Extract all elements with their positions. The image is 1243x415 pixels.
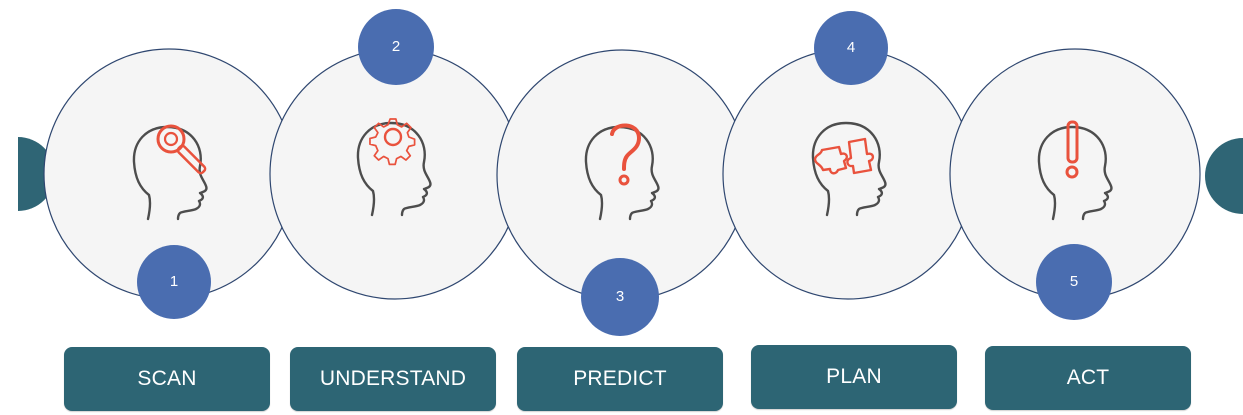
svg-text:3: 3 [616, 288, 624, 305]
step-circle-plan [722, 48, 974, 300]
head-key-icon [132, 124, 208, 221]
predict-button[interactable]: PREDICT [517, 347, 723, 411]
understand-label: UNDERSTAND [319, 367, 467, 390]
step-badge-3: 3 [581, 258, 659, 336]
step-circle-understand [269, 48, 521, 300]
svg-text:5: 5 [1070, 273, 1078, 290]
act-label: ACT [1066, 366, 1110, 389]
scan-label: SCAN [137, 367, 197, 390]
head-question-icon [584, 123, 660, 221]
svg-text:2: 2 [392, 38, 400, 55]
right-connector-dot [1205, 138, 1243, 214]
svg-text:1: 1 [170, 273, 178, 290]
understand-button[interactable]: UNDERSTAND [290, 347, 496, 411]
svg-text:4: 4 [847, 39, 855, 56]
predict-label: PREDICT [573, 367, 667, 390]
step-badge-2: 2 [358, 9, 434, 85]
head-exclamation-icon [1037, 120, 1113, 221]
step-badge-1: 1 [137, 245, 211, 319]
step-badge-5: 5 [1036, 244, 1112, 320]
act-button[interactable]: ACT [985, 346, 1191, 410]
scan-button[interactable]: SCAN [64, 347, 270, 411]
step-badge-4: 4 [814, 11, 888, 85]
plan-button[interactable]: PLAN [751, 345, 957, 409]
head-puzzle-icon [811, 121, 887, 217]
plan-label: PLAN [826, 365, 882, 388]
head-gear-icon [356, 118, 432, 217]
